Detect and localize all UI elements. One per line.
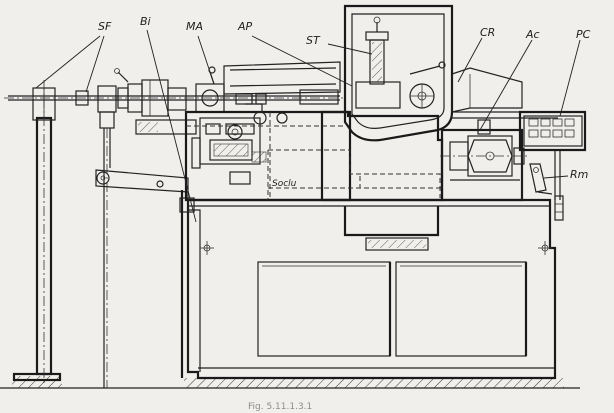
label-bi: Bi (140, 15, 151, 28)
base-door-right (395, 261, 527, 357)
mount-mark-right (538, 241, 552, 255)
mount-mark-left (200, 241, 214, 255)
feed-bar (4, 85, 345, 388)
leader-lines (35, 29, 581, 223)
label-st: ST (306, 34, 321, 47)
label-sf: SF (98, 20, 112, 33)
spindle-housing (267, 110, 444, 202)
base-door-left (257, 261, 391, 357)
label-ma: MA (186, 20, 203, 33)
left-support-column (12, 80, 62, 385)
tool-slide (223, 61, 341, 105)
accessory-unit (440, 119, 530, 202)
label-ap: AP (237, 20, 253, 33)
label-pc: PC (576, 28, 591, 41)
label-rm: Rm (570, 168, 588, 181)
carriage-rail (451, 67, 558, 119)
label-cr: CR (480, 26, 495, 39)
support-arm (95, 169, 195, 378)
figure-caption: Fig. 5.11.1.3.1 (248, 402, 312, 412)
control-panel (518, 110, 587, 200)
turret-frame (343, 4, 454, 142)
label-soclu: Soclu (272, 179, 297, 189)
labels: SF Bi MA AP ST CR Ac PC Soclu Rm (98, 15, 591, 189)
machine-base (186, 198, 557, 380)
label-ac: Ac (525, 28, 540, 41)
lever-rm (529, 163, 564, 221)
